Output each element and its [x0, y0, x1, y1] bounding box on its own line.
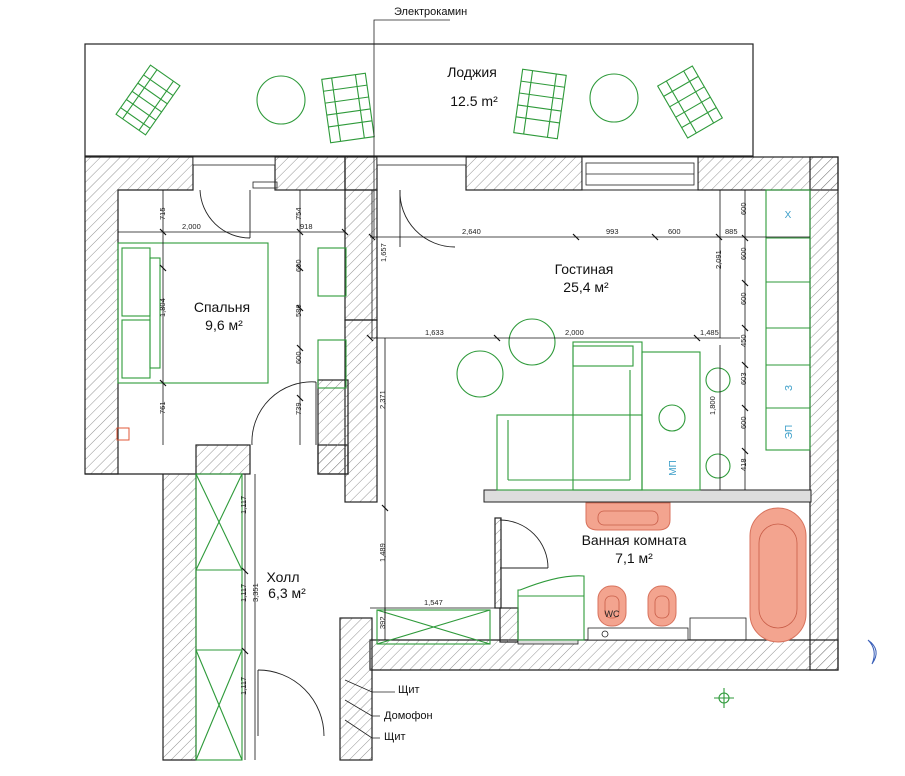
nightstand-1 — [317, 247, 347, 297]
dim-label: 600 — [668, 227, 681, 236]
crosshair-icon — [714, 688, 734, 708]
dim-label: 586 — [294, 304, 303, 317]
bathtub — [749, 507, 807, 643]
toilet — [597, 585, 627, 627]
dim-label: 600 — [739, 292, 748, 305]
dim-label: 2,640 — [462, 227, 481, 236]
dim-label: 1,485 — [700, 328, 719, 337]
dim-label: 761 — [158, 401, 167, 414]
dim-label: 918 — [300, 222, 313, 231]
bidet — [647, 585, 677, 627]
dim-label: 392 — [378, 616, 387, 629]
wardrobe — [195, 473, 243, 761]
dim-label: 2,091 — [714, 250, 723, 269]
dim-label: 2,371 — [378, 390, 387, 409]
dim-label: 1,800 — [708, 396, 717, 415]
compass-icon — [867, 639, 877, 665]
loggia: Лоджия 12.5 m² — [84, 43, 754, 157]
dimension-lines — [118, 19, 810, 760]
hall-name: Холл — [267, 569, 300, 585]
dim-label: 450 — [739, 334, 748, 347]
tv-stand — [641, 351, 701, 491]
dim-label: 1,117 — [239, 496, 248, 514]
dim-label: 603 — [739, 372, 748, 385]
dim-label: 739 — [294, 402, 303, 415]
loggia-chair-3 — [513, 68, 567, 140]
dim-label: 600 — [739, 247, 748, 260]
dim-label: 418 — [739, 458, 748, 471]
loggia-name: Лоджия — [447, 64, 497, 80]
dishwasher-label: МП — [668, 460, 679, 476]
living-table-2 — [456, 350, 504, 398]
wc-label: WC — [605, 609, 620, 619]
hall-area: 6,3 м² — [268, 585, 306, 601]
dim-label: 715 — [158, 207, 167, 220]
freezer-label: З — [784, 385, 795, 391]
dim-label: 1,547 — [424, 598, 443, 607]
fireplace-callout: Электрокамин — [394, 6, 467, 18]
bathroom: WC Ванная комната 7,1 м² — [517, 502, 807, 643]
loggia-table-2 — [589, 73, 639, 123]
dim-label: 2,000 — [182, 222, 201, 231]
bedroom: Спальня 9,6 м² — [116, 242, 347, 441]
sink — [585, 502, 671, 531]
dimension-labels: 715 2,000 754 918 2,640 993 600 885 1,65… — [158, 202, 748, 695]
callouts: Электрокамин Щит Домофон Щит — [384, 6, 467, 743]
dim-label: 1,657 — [379, 243, 388, 262]
living-table-1 — [508, 318, 556, 366]
hall: Холл 6,3 м² — [195, 473, 491, 761]
walls — [84, 156, 839, 761]
bathroom-name: Ванная комната — [582, 532, 687, 548]
stove-label: ЭП — [784, 425, 795, 439]
living-name: Гостиная — [555, 261, 614, 277]
intercom-callout: Домофон — [384, 710, 433, 722]
fridge-label: X — [785, 210, 792, 221]
loggia-table-1 — [256, 75, 306, 125]
kitchen-counter — [765, 189, 811, 451]
dim-label: 600 — [739, 416, 748, 429]
panel-callout-bottom: Щит — [384, 731, 406, 743]
panel-callout-top: Щит — [398, 684, 420, 696]
dim-label: 600 — [739, 202, 748, 215]
bathroom-area: 7,1 м² — [615, 550, 653, 566]
loggia-chair-4 — [656, 65, 724, 139]
dim-label: 1,633 — [425, 328, 444, 337]
dim-label: 885 — [725, 227, 738, 236]
living-area: 25,4 м² — [563, 279, 609, 295]
dim-label: 1,117 — [239, 677, 248, 695]
living-room: X З ЭП МП Гостиная 25,4 м² — [456, 189, 811, 491]
bedroom-name: Спальня — [194, 299, 250, 315]
sofa — [496, 341, 643, 491]
dim-label: 2,000 — [565, 328, 584, 337]
loggia-area: 12.5 m² — [450, 93, 498, 109]
bed — [117, 242, 269, 384]
dim-label: 754 — [294, 207, 303, 220]
doors — [199, 181, 549, 737]
nightstand-2 — [317, 339, 347, 389]
dim-label: 993 — [606, 227, 619, 236]
loggia-chair-1 — [115, 64, 181, 136]
dim-label: 600 — [294, 259, 303, 272]
bedroom-area: 9,6 м² — [205, 317, 243, 333]
dim-label: 1,117 — [239, 584, 248, 602]
living-table-3 — [658, 404, 686, 432]
loggia-chair-2 — [321, 72, 375, 144]
dim-label: 1,489 — [378, 543, 387, 562]
hall-shelf — [376, 609, 491, 645]
dim-label: 3,351 — [251, 583, 260, 602]
dim-label: 600 — [294, 351, 303, 364]
dim-label: 1,804 — [158, 298, 167, 317]
